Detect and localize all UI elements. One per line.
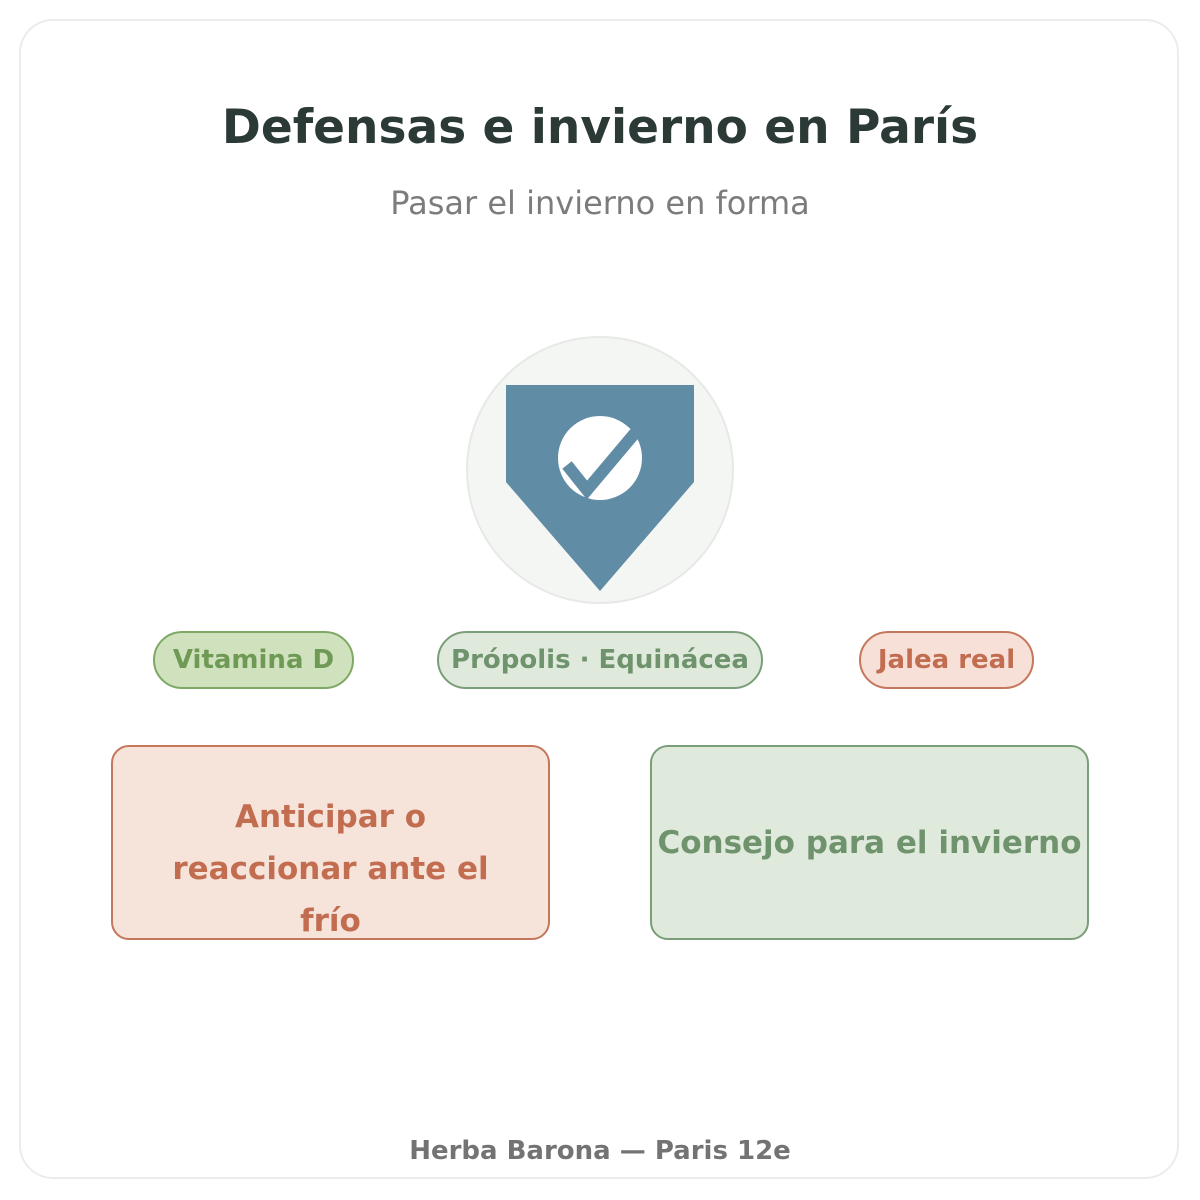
shield-check-icon [466, 336, 734, 604]
anticipate-cold-text: Anticipar o reaccionar ante el frío [172, 798, 489, 939]
page-subtitle: Pasar el invierno en forma [390, 184, 810, 222]
tag-jalea-real: Jalea real [859, 631, 1034, 689]
tag-vitamina-d: Vitamina D [153, 631, 354, 689]
winter-advice-text: Consejo para el invierno [657, 824, 1082, 861]
anticipate-cold-box: Anticipar o reaccionar ante el frío [111, 745, 550, 940]
page-title: Defensas e invierno en París [221, 100, 979, 155]
winter-advice-box: Consejo para el invierno [650, 745, 1089, 940]
footer-credit: Herba Barona — Paris 12e [409, 1136, 791, 1166]
tag-propolis-equinacea: Própolis · Equinácea [437, 631, 763, 689]
